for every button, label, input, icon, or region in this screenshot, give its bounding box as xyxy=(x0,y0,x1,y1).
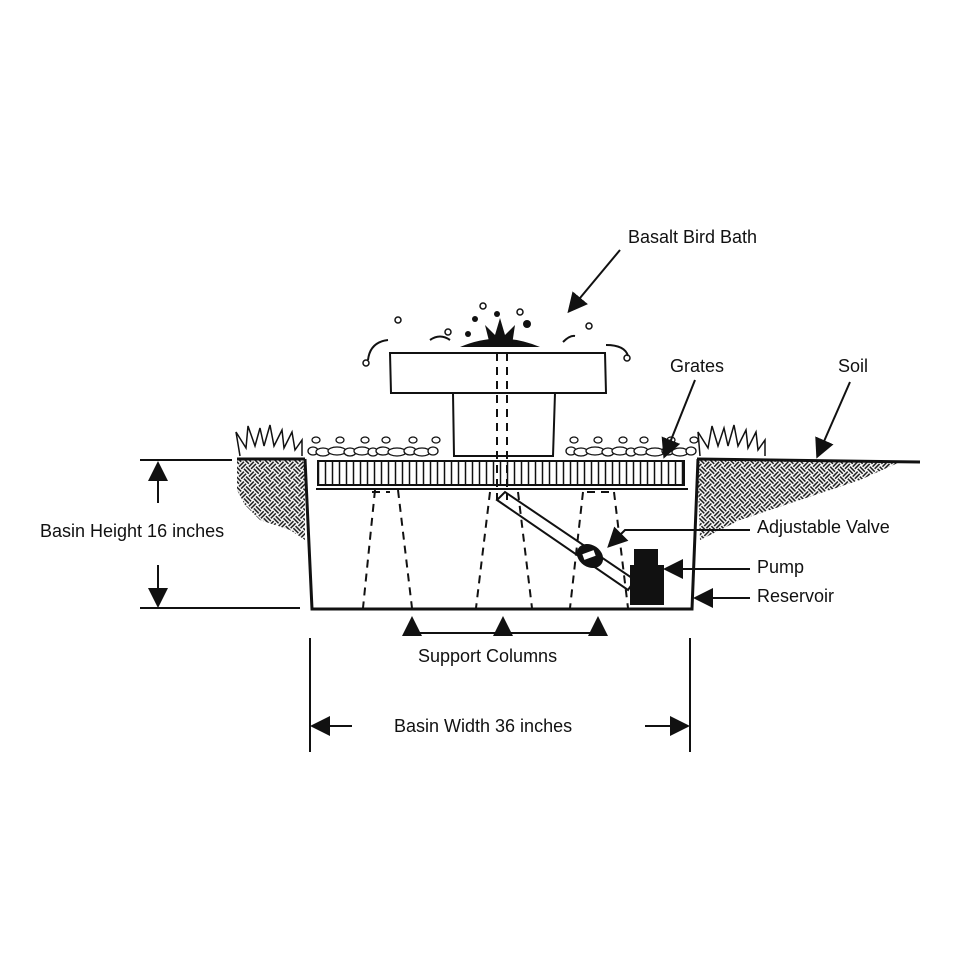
bird-bath-arrow xyxy=(567,249,621,314)
rock xyxy=(311,436,321,444)
soil-arrow xyxy=(815,381,851,459)
basin-reservoir xyxy=(303,458,700,611)
grass-right xyxy=(697,424,766,457)
rock xyxy=(593,436,603,444)
support-columns-callout xyxy=(402,616,608,636)
rock xyxy=(408,436,418,444)
rock xyxy=(327,446,347,456)
rock xyxy=(618,436,628,444)
grates-arrow xyxy=(661,379,696,459)
support-columns xyxy=(362,489,629,609)
rock xyxy=(427,446,439,456)
valve-arrow xyxy=(607,526,750,548)
grass-left xyxy=(235,424,303,457)
pump-shape xyxy=(630,549,664,605)
rock xyxy=(381,436,391,444)
basin-width-dimension xyxy=(309,638,691,752)
pump-label: Pump xyxy=(757,557,804,577)
grate xyxy=(317,460,685,486)
rock xyxy=(639,436,649,444)
reservoir-label: Reservoir xyxy=(757,586,834,606)
rock xyxy=(569,436,579,444)
rock xyxy=(335,436,345,444)
rock xyxy=(685,446,697,456)
basin-width-label: Basin Width 36 inches xyxy=(394,716,572,736)
basin-height-label: Basin Height 16 inches xyxy=(40,521,224,541)
rock xyxy=(689,436,699,444)
bird-bath-label: Basalt Bird Bath xyxy=(628,227,757,247)
basalt-bird-bath xyxy=(362,302,631,457)
support-columns-label: Support Columns xyxy=(418,646,557,666)
river-rocks xyxy=(307,436,699,457)
grates-label: Grates xyxy=(670,356,724,376)
basin-height-dimension xyxy=(140,459,300,609)
adjustable-valve-shape xyxy=(576,543,604,569)
adjustable-valve-label: Adjustable Valve xyxy=(757,517,890,537)
rock xyxy=(645,447,665,457)
soil-right xyxy=(696,457,921,540)
soil-label: Soil xyxy=(838,356,868,376)
rock xyxy=(360,436,370,444)
rock xyxy=(585,446,605,456)
rock xyxy=(387,447,407,457)
rock xyxy=(431,436,441,444)
soil-left xyxy=(237,457,305,540)
